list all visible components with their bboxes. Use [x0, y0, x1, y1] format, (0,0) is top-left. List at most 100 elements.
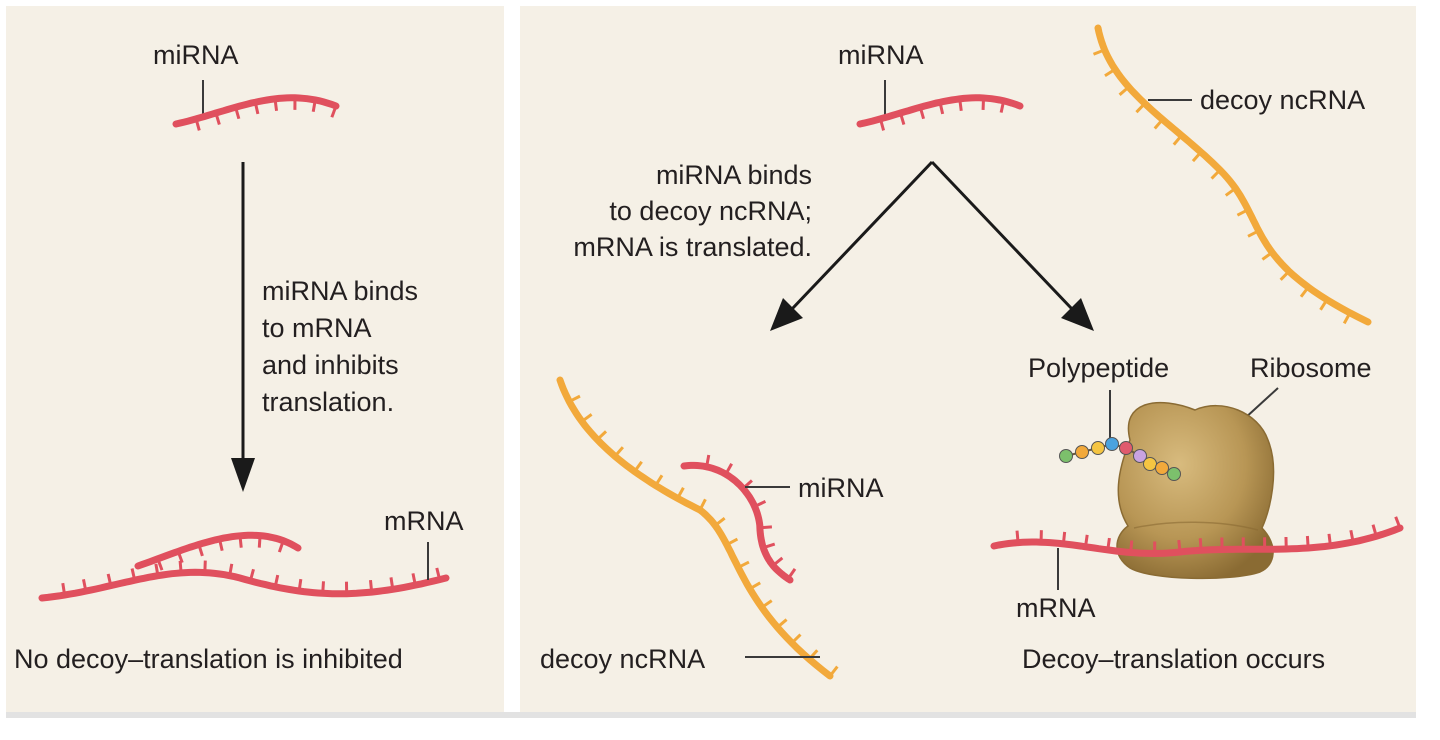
- strand-tick: [1305, 535, 1310, 549]
- right-caption: Decoy–translation occurs: [1022, 644, 1325, 674]
- strand-tick: [330, 105, 338, 118]
- strand-tick: [698, 498, 707, 511]
- strand-tick: [178, 560, 183, 573]
- strand-tick: [1015, 530, 1020, 543]
- strand-tick: [878, 118, 886, 131]
- strand-tick: [156, 558, 164, 571]
- strand-tick: [130, 568, 137, 581]
- strand-tick: [197, 544, 204, 557]
- right-step-line-1: miRNA binds: [656, 160, 812, 190]
- strand-tick: [297, 578, 303, 592]
- strand-tick: [176, 550, 184, 564]
- top-decoy-label: decoy ncRNA: [1200, 85, 1365, 115]
- strand-backbone: [680, 461, 794, 584]
- strand-tick: [1084, 534, 1089, 547]
- strand-tick: [1327, 533, 1332, 546]
- strand-tick: [273, 98, 279, 111]
- strand-tick: [1106, 537, 1111, 551]
- strand-tick: [705, 454, 711, 468]
- ribosome: [1116, 401, 1275, 580]
- panel-shadow: [6, 712, 1416, 718]
- strand-tick: [253, 101, 260, 115]
- strand-tick: [742, 479, 753, 490]
- right-panel: [520, 6, 1416, 712]
- strand-tick: [749, 581, 761, 591]
- strand-tick: [1261, 251, 1274, 261]
- amino-acid-bead: [1075, 445, 1089, 459]
- amino-acid-bead: [1133, 449, 1147, 463]
- strand-tick: [786, 568, 797, 580]
- strand-tick: [1279, 270, 1291, 281]
- strand-tick: [1153, 118, 1164, 130]
- right-mirna-label: miRNA: [838, 40, 924, 70]
- right-branch-arrow: [930, 160, 1074, 311]
- strand-tick: [899, 112, 906, 125]
- right-step-line-2: to decoy ncRNA;: [609, 196, 812, 226]
- strand-tick: [1247, 229, 1260, 238]
- strand-tick: [759, 525, 773, 530]
- strand-tick: [790, 633, 802, 645]
- left-mirna-label: miRNA: [153, 40, 239, 70]
- strand-tick: [228, 563, 234, 576]
- strand-tick: [257, 535, 262, 548]
- strand-tick: [1349, 529, 1355, 543]
- left-mirna-strand: [172, 94, 340, 131]
- amino-acid-bead: [1119, 441, 1133, 455]
- strand-tick: [654, 474, 664, 487]
- strand-tick: [828, 665, 839, 677]
- strand-tick: [1319, 298, 1329, 311]
- strand-tick: [273, 574, 280, 588]
- strand-tick: [761, 599, 773, 609]
- strand-tick: [61, 582, 67, 596]
- strand-tick: [277, 540, 285, 553]
- strand-tick: [1104, 68, 1116, 78]
- strand-tick: [714, 516, 726, 527]
- left-panel: [6, 6, 504, 712]
- strand-tick: [106, 573, 113, 586]
- left-step-line-4: translation.: [262, 387, 394, 417]
- left-branch-arrow: [790, 160, 934, 311]
- top-decoy-ncrna-strand: [1092, 24, 1372, 326]
- right-mrna-strand: [990, 516, 1404, 558]
- strand-tick: [234, 106, 241, 120]
- polypeptide-label: Polypeptide: [1028, 353, 1169, 383]
- strand-tick: [762, 542, 776, 550]
- strand-tick: [676, 487, 685, 499]
- bound-mirna-strand: [680, 454, 797, 584]
- strand-tick: [1236, 208, 1249, 217]
- strand-tick: [1210, 168, 1222, 180]
- strand-backbone: [38, 568, 450, 602]
- strand-tick: [1092, 48, 1106, 56]
- strand-tick: [248, 568, 255, 582]
- left-down-arrowhead: [231, 458, 255, 492]
- strand-tick: [82, 579, 88, 592]
- left-step-line-2: to mRNA: [262, 313, 372, 343]
- right-mirna-strand: [856, 94, 1024, 131]
- amino-acid-bead: [1105, 437, 1119, 451]
- ribosome-label: Ribosome: [1250, 353, 1372, 383]
- bound-decoy-ncrna-strand: [556, 376, 839, 680]
- bound-mirna-label: miRNA: [798, 473, 884, 503]
- strand-tick: [1198, 538, 1203, 551]
- left-mrna-label: mRNA: [384, 506, 464, 536]
- strand-tick: [154, 563, 160, 576]
- strand-tick: [311, 99, 317, 113]
- strand-tick: [958, 98, 963, 111]
- strand-tick: [772, 556, 784, 567]
- amino-acid-bead: [1155, 461, 1169, 475]
- strand-tick: [1371, 524, 1378, 537]
- amino-acid-bead: [1167, 467, 1181, 481]
- left-caption: No decoy–translation is inhibited: [14, 644, 403, 674]
- strand-tick: [1191, 151, 1203, 163]
- strand-tick: [776, 618, 788, 629]
- strand-tick: [321, 581, 325, 594]
- left-branch-arrowhead: [770, 298, 803, 331]
- strand-tick: [369, 579, 374, 593]
- amino-acid-bead: [1059, 449, 1073, 463]
- strand-tick: [1172, 134, 1183, 146]
- strand-tick: [1129, 540, 1134, 553]
- strand-tick: [1224, 187, 1237, 197]
- strand-tick: [724, 462, 733, 475]
- strand-tick: [389, 577, 395, 590]
